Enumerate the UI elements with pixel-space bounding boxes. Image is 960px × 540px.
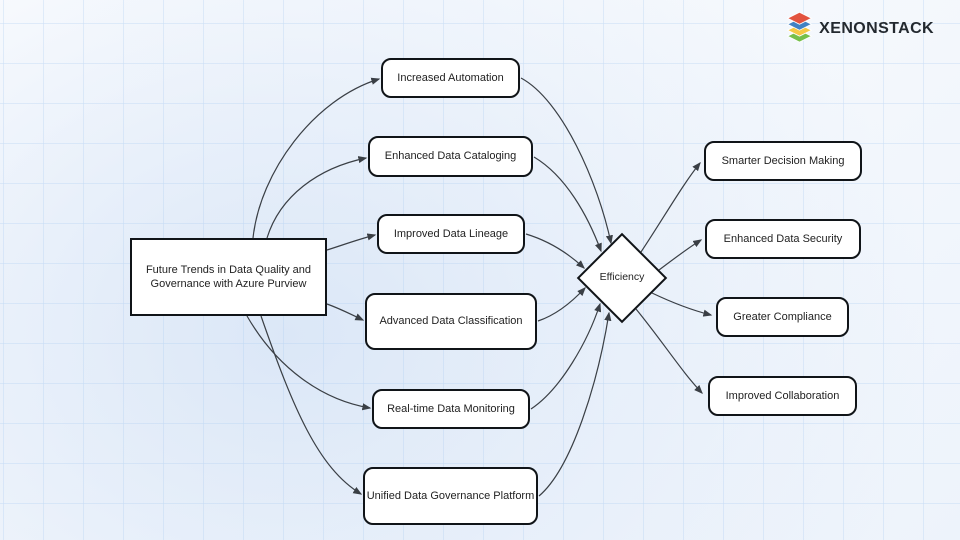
node-trend-enhanced-data-cataloging: Enhanced Data Cataloging [368,136,533,177]
node-label: Increased Automation [397,71,504,84]
edge-root-to-enhanced-data-cataloging [266,156,368,239]
edge-efficiency-to-greater-compliance [651,292,713,317]
edge-efficiency-to-improved-collaboration [635,308,703,394]
edge-unified-data-governance-platform-to-efficiency [538,311,612,497]
node-outcome-improved-collaboration: Improved Collaboration [708,376,857,416]
node-trend-real-time-data-monitoring: Real-time Data Monitoring [372,389,530,429]
node-root: Future Trends in Data Quality and Govern… [130,238,327,316]
edge-root-to-improved-data-lineage [326,233,377,251]
node-label: Enhanced Data Cataloging [384,150,517,163]
node-outcome-greater-compliance: Greater Compliance [716,297,849,337]
edge-root-to-advanced-data-classification [326,303,365,321]
node-trend-increased-automation: Increased Automation [381,58,520,98]
edge-improved-data-lineage-to-efficiency [525,233,585,269]
node-label: Future Trends in Data Quality and Govern… [145,263,312,290]
edge-enhanced-data-cataloging-to-efficiency [533,156,602,253]
edge-root-to-unified-data-governance-platform [260,315,363,495]
node-label: Improved Collaboration [725,389,840,402]
edge-root-to-real-time-data-monitoring [246,315,372,411]
node-label: Unified Data Governance Platform [366,489,535,502]
edge-efficiency-to-smarter-decision-making [640,161,701,253]
node-outcome-smarter-decision-making: Smarter Decision Making [704,141,862,181]
node-trend-unified-data-governance-platform: Unified Data Governance Platform [363,467,538,525]
brand-name: XENONSTACK [819,19,934,37]
edge-advanced-data-classification-to-efficiency [537,287,586,322]
node-label: Improved Data Lineage [393,227,509,240]
node-label: Advanced Data Classification [379,315,523,328]
brand-logo: XENONSTACK [785,12,934,45]
node-label: Enhanced Data Security [723,232,843,245]
edge-real-time-data-monitoring-to-efficiency [530,302,602,410]
node-label: Smarter Decision Making [721,154,845,167]
edge-efficiency-to-enhanced-data-security [658,239,703,271]
node-hub-label: Efficiency [599,271,645,283]
edge-increased-automation-to-efficiency [520,77,613,245]
node-outcome-enhanced-data-security: Enhanced Data Security [705,219,861,259]
node-trend-improved-data-lineage: Improved Data Lineage [377,214,525,254]
xenonstack-stack-icon [786,12,813,43]
node-trend-advanced-data-classification: Advanced Data Classification [365,293,537,350]
node-label: Greater Compliance [733,310,832,323]
edge-root-to-increased-automation [252,77,381,239]
node-label: Real-time Data Monitoring [387,402,515,415]
